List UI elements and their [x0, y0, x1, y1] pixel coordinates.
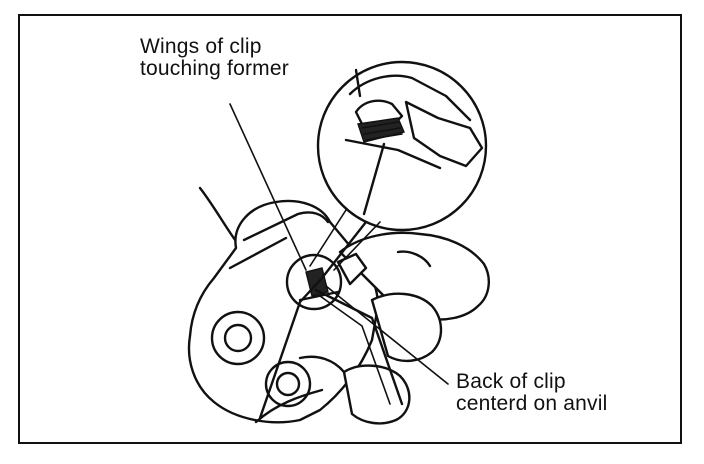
- hand-finger-lower: [370, 292, 443, 363]
- tool-pivot-upper: [210, 310, 266, 366]
- tool-jaw-ridge: [242, 211, 330, 242]
- callout-back-line2: centerd on anvil: [456, 392, 608, 415]
- hand-thumb: [338, 231, 490, 321]
- leader-wings: [229, 103, 307, 271]
- callout-wings-line2: touching former: [140, 57, 289, 80]
- leader-back: [325, 285, 449, 385]
- former-block: [336, 252, 368, 286]
- magnifier-link-left: [309, 209, 347, 267]
- magnified-view-circle: [316, 60, 488, 232]
- callout-wings-of-clip: Wings of clip touching former: [140, 36, 289, 80]
- callout-back-of-clip: Back of clip centerd on anvil: [456, 371, 607, 415]
- wire-diagonal-inner: [319, 295, 391, 405]
- hand-knuckle: [396, 250, 432, 268]
- tool-jaw-edge: [228, 236, 288, 270]
- magnified-clip-detail: [344, 68, 484, 216]
- callout-back-line1: Back of clip: [456, 370, 566, 393]
- tool-pivot-lower-inner: [275, 371, 301, 397]
- magnifier-link-right: [333, 221, 381, 271]
- tool-handle-lower: [254, 355, 346, 424]
- anvil-edge: [298, 290, 340, 302]
- callout-wings-line1: Wings of clip: [140, 35, 262, 58]
- wire-diagonal: [314, 288, 404, 406]
- tool-pivot-lower: [264, 360, 312, 408]
- handle-wire-upper: [198, 186, 240, 246]
- tool-pivot-upper-inner: [223, 323, 253, 353]
